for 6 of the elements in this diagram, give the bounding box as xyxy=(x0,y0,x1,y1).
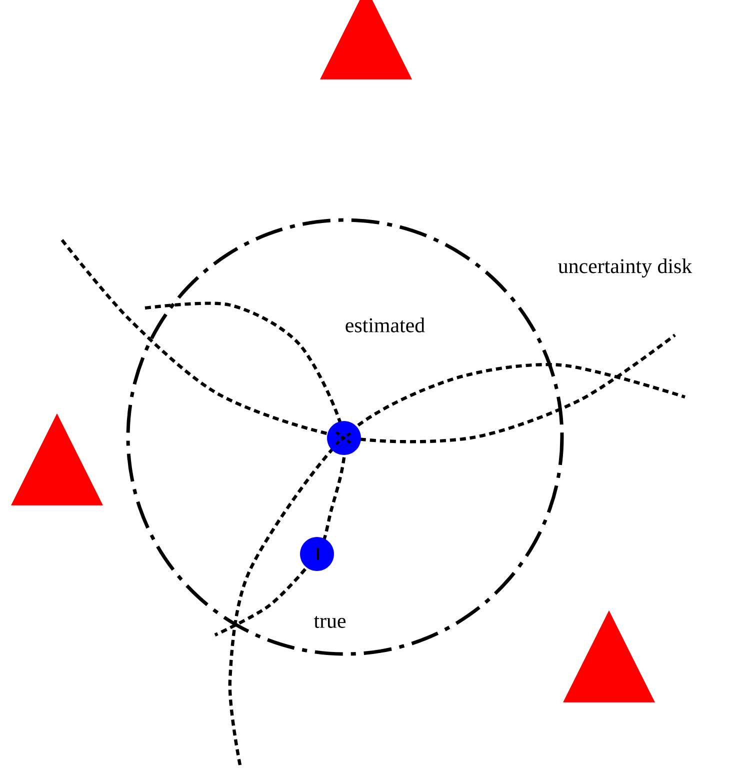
text-label: true xyxy=(314,616,346,628)
text-label: estimated xyxy=(346,318,425,332)
anchor-triangle xyxy=(11,413,103,506)
text-label: uncertainty disk xyxy=(558,258,692,278)
anchor-triangle xyxy=(563,610,655,702)
anchor-triangle xyxy=(320,0,412,80)
